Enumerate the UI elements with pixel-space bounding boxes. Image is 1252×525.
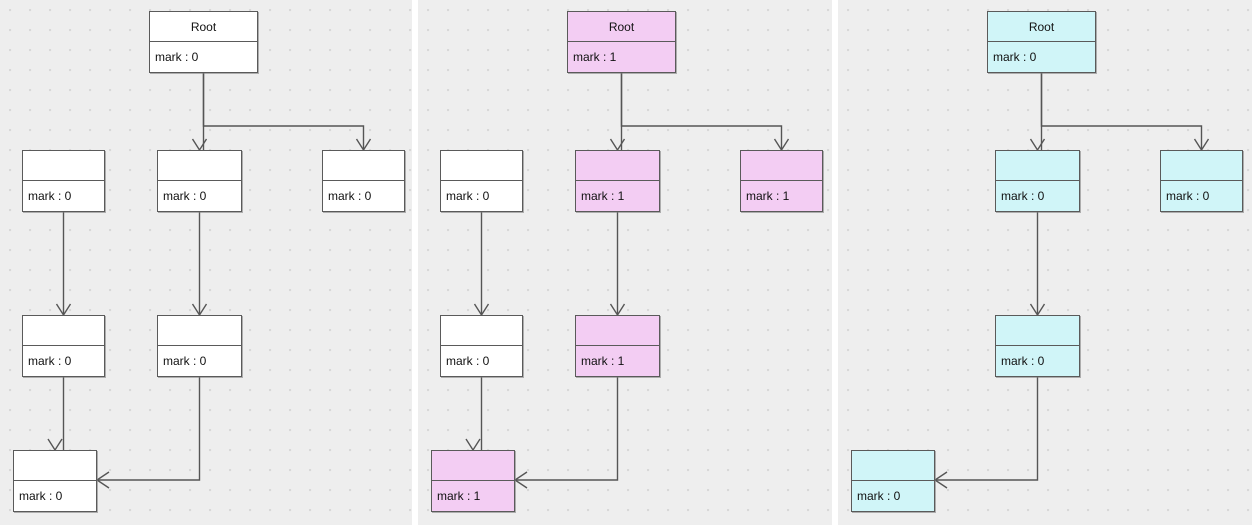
- node-mark-label: mark : 0: [28, 189, 72, 203]
- graph-node[interactable]: mark : 1: [740, 150, 823, 212]
- edge-p0-n-c2-to-p0-n-b: [97, 377, 201, 481]
- node-header-label: Root: [568, 12, 675, 42]
- edge-p2-root-to-p2-n-r1: [1040, 73, 1203, 150]
- graph-node[interactable]: mark : 0: [440, 315, 523, 377]
- node-mark-label: mark : 1: [741, 181, 822, 211]
- node-header-label: [441, 316, 522, 346]
- node-mark-label: mark : 0: [446, 189, 490, 203]
- node-mark-label: mark : 0: [852, 481, 934, 511]
- graph-node[interactable]: mark : 0: [157, 150, 242, 212]
- edge-p1-root-to-p1-n-r1: [620, 73, 783, 150]
- graph-node[interactable]: mark : 1: [575, 315, 660, 377]
- edge-layer: [465, 73, 790, 489]
- graph-node[interactable]: mark : 0: [157, 315, 242, 377]
- node-mark-label: mark : 0: [1161, 181, 1242, 211]
- node-mark-label: mark : 0: [996, 181, 1079, 211]
- edge-p1-n-c2-to-p1-n-b: [515, 377, 619, 481]
- arrowhead-down-icon: [1029, 303, 1046, 317]
- node-mark-label: mark : 0: [446, 354, 490, 368]
- arrowhead-down-icon: [47, 438, 63, 452]
- graph-node[interactable]: mark : 0: [1160, 150, 1243, 212]
- node-header-label: [996, 316, 1079, 346]
- node-header-label: [576, 151, 659, 181]
- graph-panel-unmarked[interactable]: Root mark : 0 mark : 0 mark : 0 mark : 0 mark…: [0, 0, 412, 525]
- edge-layer: [47, 73, 372, 489]
- node-mark-label: mark : 1: [568, 42, 675, 72]
- arrowhead-down-icon: [465, 438, 481, 452]
- node-mark-label: mark : 0: [996, 346, 1079, 376]
- node-header-label: [14, 451, 96, 481]
- arrowhead-left-icon: [933, 471, 948, 489]
- graph-node[interactable]: mark : 0: [13, 450, 97, 512]
- node-header-label: [996, 151, 1079, 181]
- node-header-label: [852, 451, 934, 481]
- arrowhead-down-icon: [609, 138, 626, 152]
- arrowhead-down-icon: [191, 303, 208, 317]
- node-mark-label: mark : 0: [988, 42, 1095, 72]
- node-mark-label: mark : 0: [163, 354, 207, 368]
- node-mark-label: mark : 1: [576, 181, 659, 211]
- graph-node[interactable]: mark : 0: [22, 150, 105, 212]
- arrowhead-down-icon: [1193, 138, 1210, 152]
- edge-p2-n-c2-to-p2-n-b: [935, 377, 1039, 481]
- node-header-label: [1161, 151, 1242, 181]
- graph-node[interactable]: mark : 1: [431, 450, 515, 512]
- arrowhead-down-icon: [473, 303, 490, 317]
- arrowhead-left-icon: [95, 471, 110, 489]
- node-mark-label: mark : 0: [28, 354, 72, 368]
- node-mark-label: mark : 0: [328, 189, 372, 203]
- node-mark-label: mark : 0: [163, 189, 207, 203]
- node-header-label: [23, 151, 104, 181]
- arrowhead-down-icon: [609, 303, 626, 317]
- node-mark-label: mark : 1: [432, 481, 514, 511]
- graph-node[interactable]: mark : 0: [995, 150, 1080, 212]
- node-mark-label: mark : 0: [155, 50, 199, 64]
- arrowhead-down-icon: [1029, 138, 1046, 152]
- arrowhead-down-icon: [55, 303, 72, 317]
- graph-node[interactable]: mark : 0: [22, 315, 105, 377]
- graph-node[interactable]: mark : 0: [995, 315, 1080, 377]
- graph-node[interactable]: mark : 0: [440, 150, 523, 212]
- node-header-label: Root: [988, 12, 1095, 42]
- graph-node[interactable]: mark : 0: [851, 450, 935, 512]
- edge-p0-root-to-p0-n-r1: [202, 73, 365, 150]
- node-header-label: [432, 451, 514, 481]
- graph-node[interactable]: mark : 0: [322, 150, 405, 212]
- node-header-label: [158, 151, 241, 181]
- node-header-label: [741, 151, 822, 181]
- graph-node[interactable]: Root mark : 0: [149, 11, 258, 73]
- arrowhead-down-icon: [773, 138, 790, 152]
- node-header-label: [441, 151, 522, 181]
- node-header-label: Root: [150, 12, 257, 42]
- graph-node[interactable]: mark : 1: [575, 150, 660, 212]
- arrowhead-down-icon: [191, 138, 208, 152]
- arrowhead-left-icon: [513, 471, 528, 489]
- node-header-label: [323, 151, 404, 181]
- node-mark-label: mark : 1: [576, 346, 659, 376]
- node-header-label: [158, 316, 241, 346]
- edge-layer: [933, 73, 1210, 489]
- node-mark-label: mark : 0: [19, 489, 63, 503]
- node-header-label: [576, 316, 659, 346]
- arrowhead-down-icon: [355, 138, 372, 152]
- node-header-label: [23, 316, 104, 346]
